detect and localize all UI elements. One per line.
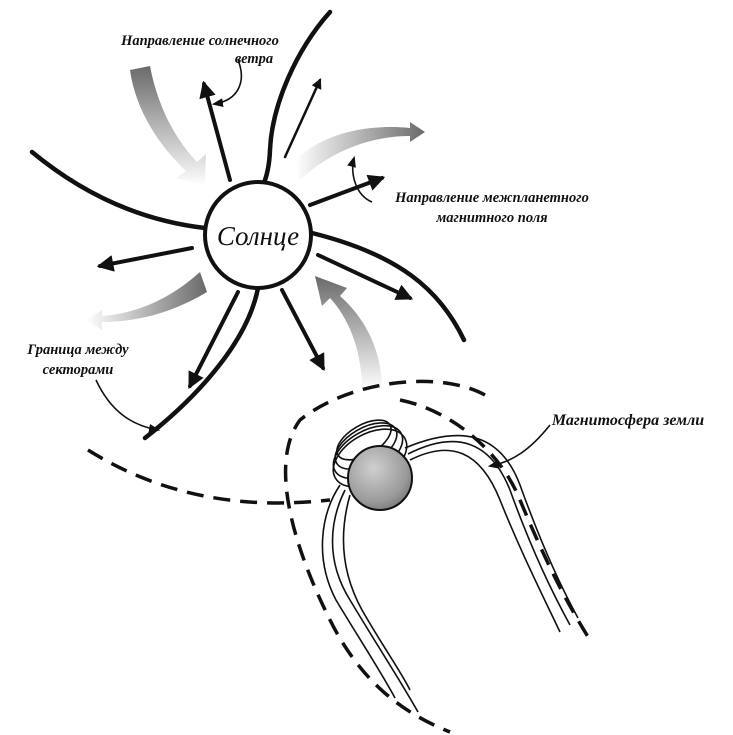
magnetosphere-boundary <box>88 381 590 732</box>
boundary-label-line1: Граница между <box>26 342 129 358</box>
magnetosphere-dashed-tail-right <box>400 400 590 640</box>
sector-boundary-dashed <box>88 450 330 503</box>
wind-label-line2: ветра <box>235 51 273 67</box>
imf-label-pointer <box>353 158 372 202</box>
imf-label-line2: магнитного поля <box>435 210 547 226</box>
magnetosphere-label-pointer <box>490 425 550 466</box>
wind-label-line1: Направление солнечного <box>120 33 279 49</box>
imf-label-line1: Направление межпланетного <box>394 190 589 206</box>
imf-arrow-south-east <box>282 290 323 368</box>
wind-flow-arrow-upper-left <box>130 66 206 186</box>
boundary-label-line2: секторами <box>43 362 114 378</box>
magnetosphere-label: Магнитосфера земли <box>551 412 704 429</box>
imf-arrow-west <box>100 248 192 266</box>
boundary-label-pointer <box>96 380 158 430</box>
wind-flow-arrow-upper-right <box>295 122 425 180</box>
earth <box>348 446 412 510</box>
wind-flow-arrow-lower <box>315 276 382 390</box>
wind-flow-arrow-left <box>86 272 207 330</box>
sun-label: Солнце <box>217 221 299 251</box>
imf-arrow-north <box>204 84 230 180</box>
